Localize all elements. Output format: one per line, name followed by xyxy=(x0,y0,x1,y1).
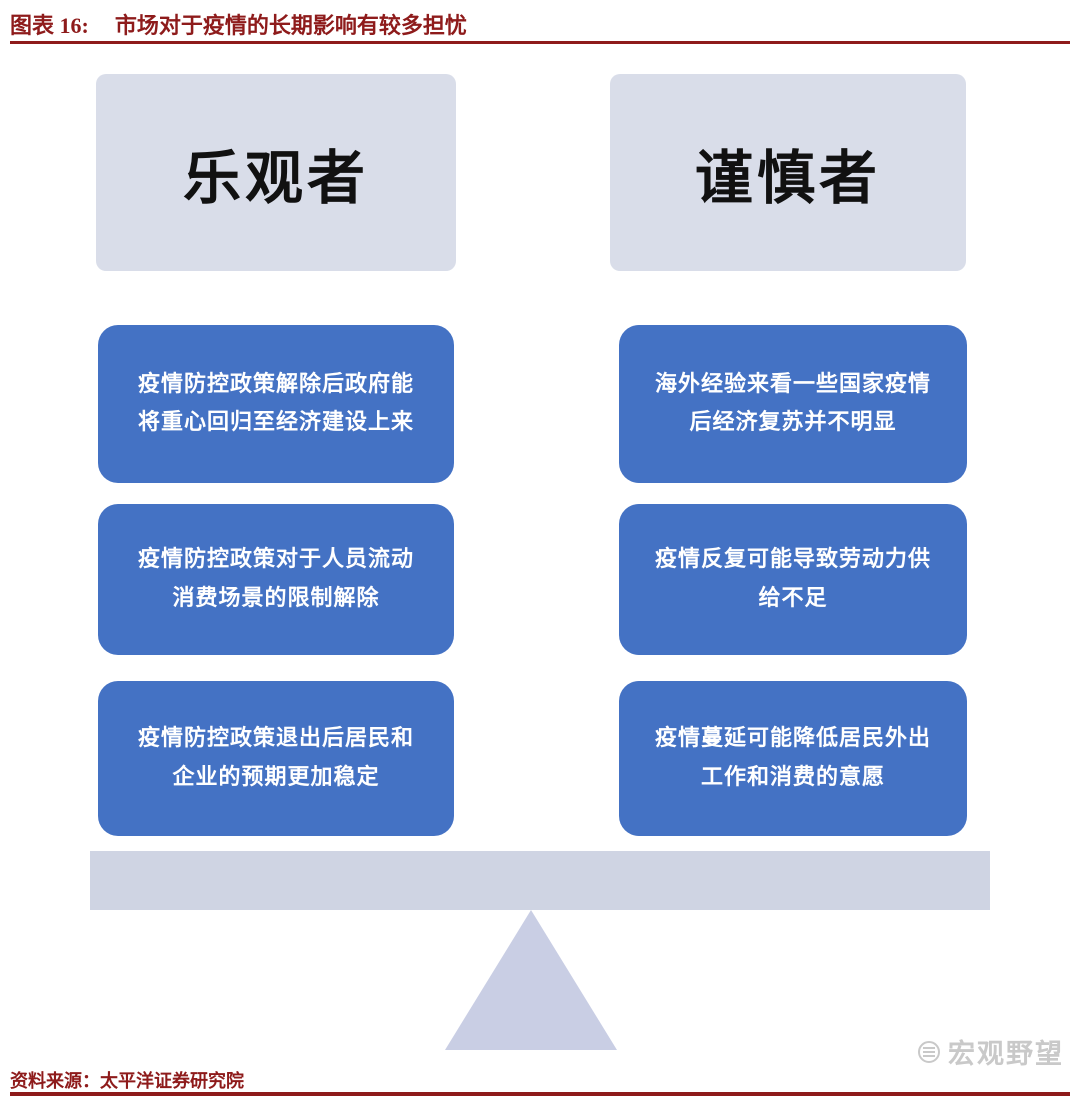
seesaw-beam xyxy=(90,851,990,910)
watermark-text: 宏观野望 xyxy=(948,1039,1064,1070)
figure-header: 图表 16: 市场对于疫情的长期影响有较多担忧 xyxy=(10,8,1070,40)
watermark: 宏观野望 xyxy=(918,1032,1064,1071)
watermark-logo-icon xyxy=(918,1040,940,1063)
cautious-header-box: 谨慎者 xyxy=(610,74,966,271)
cautious-title: 谨慎者 xyxy=(694,143,881,212)
bottom-divider xyxy=(10,1092,1070,1096)
figure-title: 市场对于疫情的长期影响有较多担忧 xyxy=(114,13,467,38)
cautious-argument-box: 海外经验来看一些国家疫情后经济复苏并不明显 xyxy=(619,325,967,483)
cautious-argument-box: 疫情蔓延可能降低居民外出工作和消费的意愿 xyxy=(619,681,967,836)
optimists-title: 乐观者 xyxy=(182,143,369,212)
title-divider xyxy=(10,41,1070,44)
optimist-argument-text: 疫情防控政策退出后居民和企业的预期更加稳定 xyxy=(137,726,414,790)
cautious-argument-box: 疫情反复可能导致劳动力供给不足 xyxy=(619,504,967,655)
source-text: 资料来源：太平洋证券研究院 xyxy=(10,1071,244,1091)
cautious-argument-text: 疫情蔓延可能降低居民外出工作和消费的意愿 xyxy=(654,726,931,790)
optimist-argument-box: 疫情防控政策解除后政府能将重心回归至经济建设上来 xyxy=(98,325,454,483)
figure-label: 图表 16: xyxy=(10,13,89,38)
optimist-argument-box: 疫情防控政策退出后居民和企业的预期更加稳定 xyxy=(98,681,454,836)
optimist-argument-box: 疫情防控政策对于人员流动消费场景的限制解除 xyxy=(98,504,454,655)
optimist-argument-text: 疫情防控政策对于人员流动消费场景的限制解除 xyxy=(137,547,414,611)
cautious-argument-text: 海外经验来看一些国家疫情后经济复苏并不明显 xyxy=(654,371,931,436)
optimist-argument-text: 疫情防控政策解除后政府能将重心回归至经济建设上来 xyxy=(137,371,414,436)
optimists-header-box: 乐观者 xyxy=(96,74,456,271)
seesaw-fulcrum-triangle xyxy=(445,910,617,1050)
cautious-argument-text: 疫情反复可能导致劳动力供给不足 xyxy=(654,547,931,611)
